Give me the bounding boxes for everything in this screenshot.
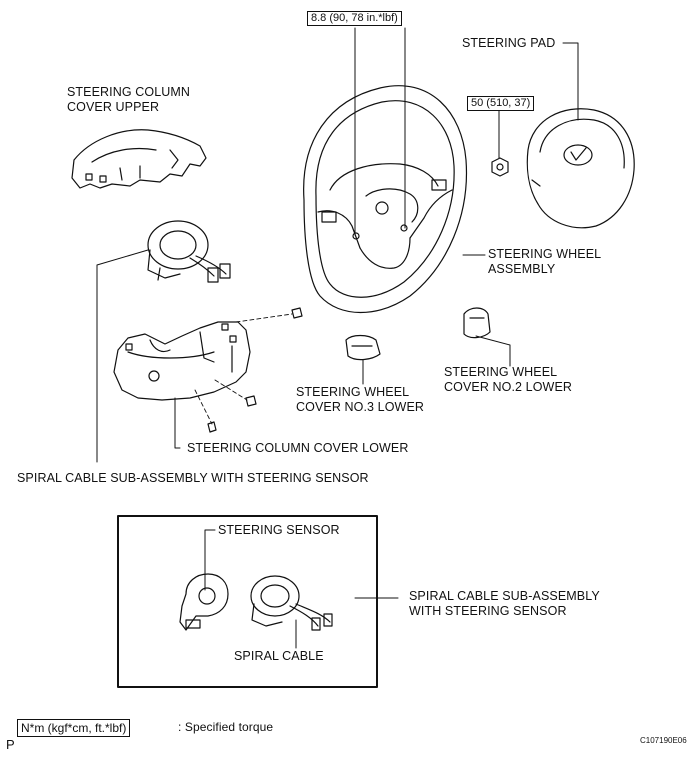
- label-line: SPIRAL CABLE SUB-ASSEMBLY: [409, 589, 600, 603]
- label-line: STEERING WHEEL: [296, 385, 410, 399]
- pad-nut-drawing: [491, 157, 509, 177]
- label-steering-wheel-assembly: STEERING WHEEL ASSEMBLY: [488, 247, 601, 277]
- label-steering-pad: STEERING PAD: [462, 36, 556, 50]
- label-line: STEERING COLUMN: [67, 85, 191, 99]
- inset-spiral-cable-drawing: [250, 575, 333, 631]
- label-spiral-cable: SPIRAL CABLE: [234, 649, 324, 663]
- steering-sensor-drawing: [179, 573, 229, 631]
- label-line: WITH STEERING SENSOR: [409, 604, 567, 618]
- label-column-cover-upper: STEERING COLUMN COVER UPPER: [67, 85, 190, 115]
- label-cover-no2-lower: STEERING WHEEL COVER NO.2 LOWER: [444, 365, 572, 395]
- steering-wheel-drawing: [303, 85, 468, 313]
- label-steering-sensor: STEERING SENSOR: [218, 523, 340, 537]
- cover-no2-drawing: [463, 307, 491, 339]
- label-spiral-cable-inset: SPIRAL CABLE SUB-ASSEMBLY WITH STEERING …: [409, 589, 600, 619]
- label-line: COVER NO.3 LOWER: [296, 400, 425, 414]
- figure-code: C107190E06: [640, 736, 687, 745]
- spiral-cable-drawing: [147, 220, 231, 283]
- screw-drawings: [207, 307, 303, 433]
- label-line: COVER UPPER: [67, 100, 160, 114]
- label-line: STEERING WHEEL: [488, 247, 602, 261]
- leader-lines: [96, 27, 579, 649]
- column-cover-lower-drawing: [113, 321, 251, 401]
- inset-frame: [117, 515, 378, 688]
- dashed-fastener-lines: [194, 313, 293, 425]
- torque-callout-pad-nut: 50 (510, 37): [467, 96, 535, 111]
- steering-pad-drawing: [526, 108, 635, 229]
- label-spiral-cable-sub-assembly: SPIRAL CABLE SUB-ASSEMBLY WITH STEERING …: [17, 471, 369, 485]
- torque-callout-wheel-nut: 8.8 (90, 78 in.*lbf): [307, 11, 402, 26]
- label-cover-no3-lower: STEERING WHEEL COVER NO.3 LOWER: [296, 385, 424, 415]
- column-cover-upper-drawing: [71, 129, 207, 189]
- label-line: ASSEMBLY: [488, 262, 556, 276]
- label-line: COVER NO.2 LOWER: [444, 380, 573, 394]
- footer-left-mark: P: [6, 737, 15, 752]
- label-column-cover-lower: STEERING COLUMN COVER LOWER: [187, 441, 409, 455]
- legend-description: : Specified torque: [178, 720, 274, 734]
- label-line: STEERING WHEEL: [444, 365, 558, 379]
- legend-torque-units: N*m (kgf*cm, ft.*lbf): [17, 719, 131, 737]
- cover-no3-drawing: [345, 334, 381, 361]
